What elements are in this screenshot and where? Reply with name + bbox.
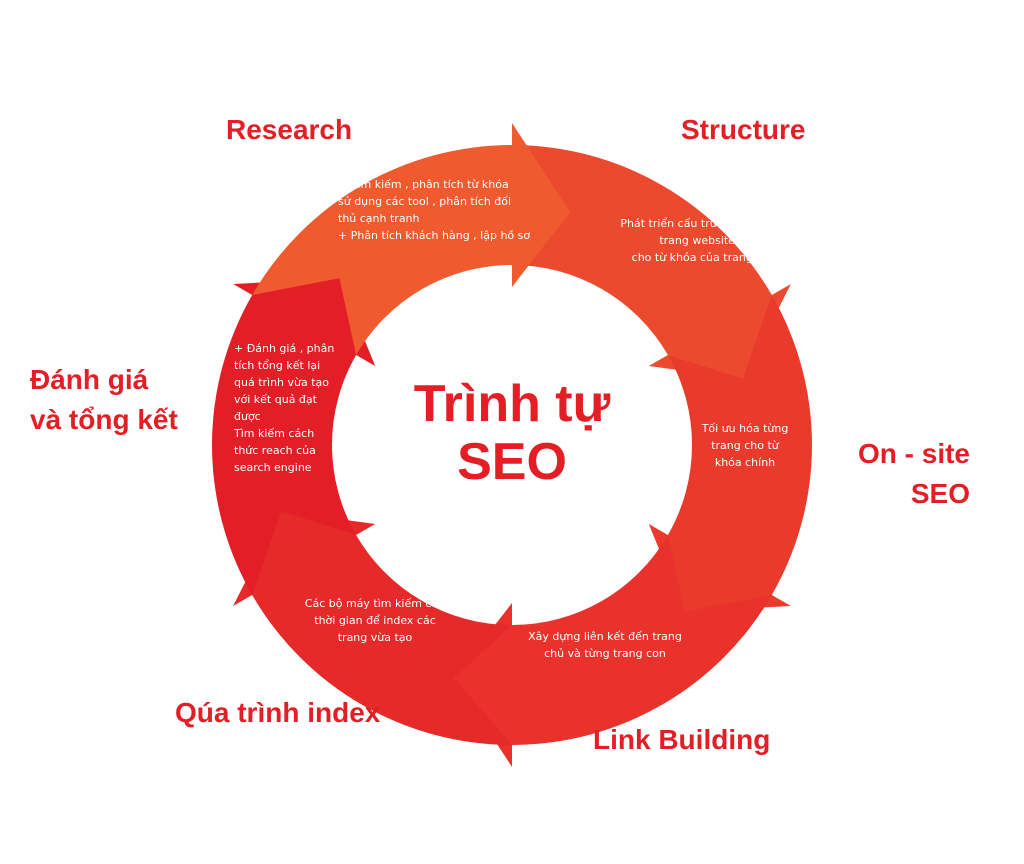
link-building-segment xyxy=(453,535,772,767)
structure-description: Phát triển cấu trúc cho mỗi trang websit… xyxy=(620,217,770,264)
onsite-seo-description: Tối ưu hóa từng trang cho từ khóa chính xyxy=(701,422,789,469)
research-segment xyxy=(252,123,571,355)
link-building-label: Link Building xyxy=(593,724,771,755)
research-label: Research xyxy=(226,114,353,145)
evaluation-segment xyxy=(212,278,376,595)
evaluation-description: + Đánh giá , phân tích tổng kết lại quá … xyxy=(234,342,335,474)
research-description: + Tìm kiếm , phân tích từ khóa sử dụng c… xyxy=(338,178,531,242)
link-building-description: Xây dựng liên kết đến trang chủ và từng … xyxy=(528,630,682,660)
structure-segment xyxy=(512,145,791,379)
index-label: Qúa trình index xyxy=(175,697,381,728)
onsite-seo-segment xyxy=(648,295,812,612)
evaluation-label: Đánh giá và tổng kết xyxy=(30,364,178,435)
center-title: Trình tự SEO xyxy=(413,375,611,491)
index-segment xyxy=(233,511,512,745)
onsite-seo-label: On - site SEO xyxy=(857,438,970,509)
index-description: Các bộ máy tìm kiếm cần thời gian để ind… xyxy=(304,597,446,644)
structure-label: Structure xyxy=(681,114,806,145)
